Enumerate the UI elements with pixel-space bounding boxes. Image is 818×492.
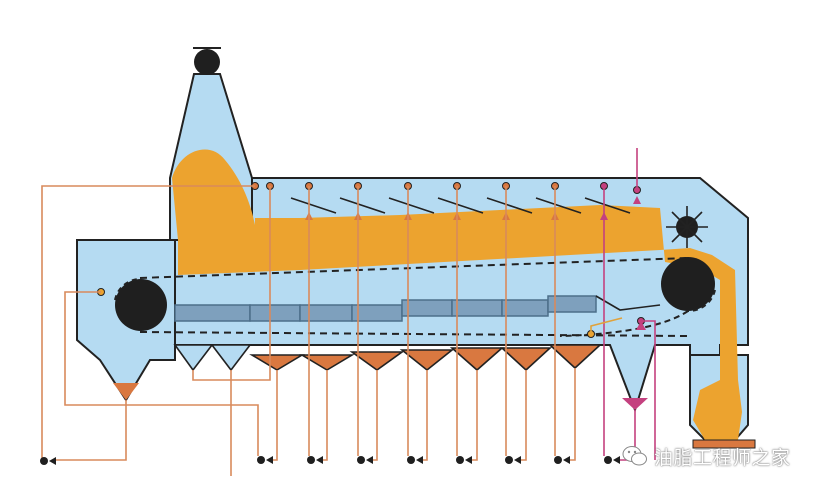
orange-lines bbox=[41, 185, 576, 476]
rake-blades bbox=[290, 197, 631, 214]
material-stack bbox=[172, 149, 255, 240]
left-roller bbox=[115, 279, 167, 331]
right-roller bbox=[661, 257, 715, 311]
bottom-outlet-dots bbox=[40, 456, 612, 465]
heating-hoppers bbox=[249, 344, 603, 372]
left-chamber-hopper bbox=[113, 383, 139, 400]
small-hoppers bbox=[173, 344, 252, 372]
belt-plates bbox=[174, 295, 597, 322]
outlet-base bbox=[692, 439, 756, 449]
material-bed bbox=[178, 205, 742, 440]
wechat-icon bbox=[622, 446, 647, 466]
magenta-hopper bbox=[622, 398, 648, 410]
watermark-text: 油脂工程师之家 bbox=[654, 446, 791, 469]
watermark: 油脂工程师之家 bbox=[622, 442, 791, 470]
conveyor-belt bbox=[139, 257, 689, 337]
stack-fan-icon bbox=[194, 49, 220, 75]
